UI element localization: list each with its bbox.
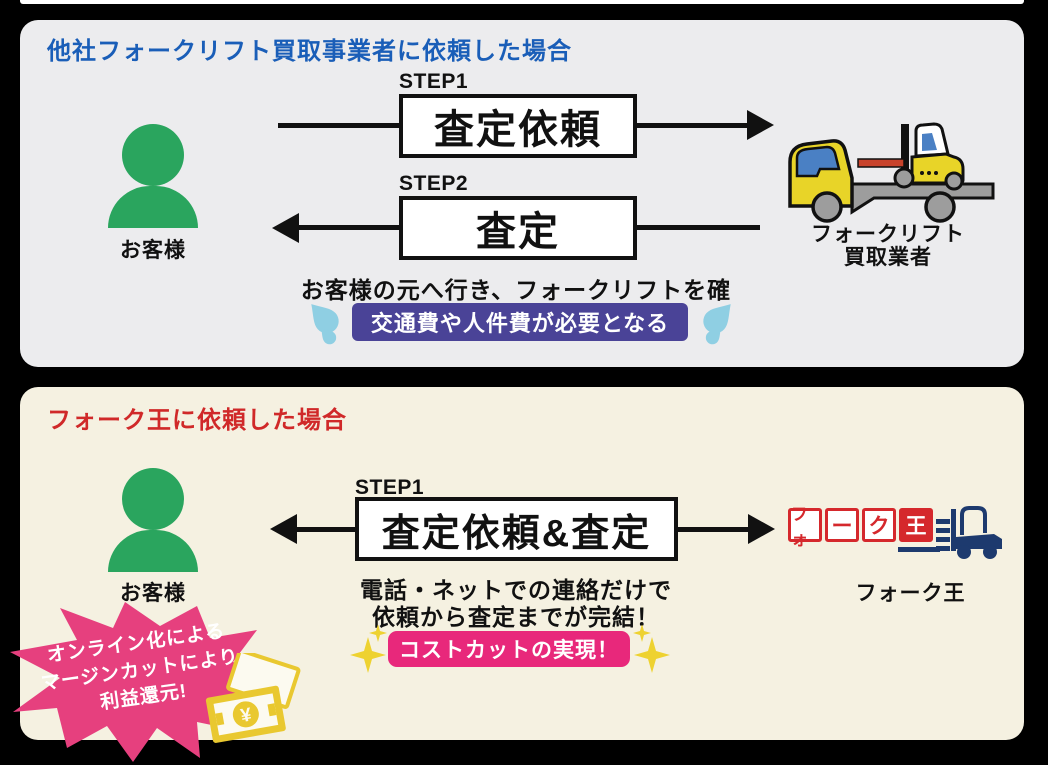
fork-king-label: フォーク王 xyxy=(855,582,966,605)
vendor-label-line2: 買取業者 xyxy=(844,246,932,269)
bottom-note-line2: 依頼から査定までが完結！ xyxy=(372,604,660,630)
customer-body-icon-top xyxy=(108,186,198,228)
sparkles-right-icon xyxy=(633,625,670,673)
customer-icon-top xyxy=(122,124,184,186)
right-arrow-line xyxy=(678,527,748,532)
step1-box-top: 査定依頼 xyxy=(399,94,637,158)
step2-arrowhead-icon xyxy=(272,213,299,243)
logo-char-box: 王 xyxy=(899,508,933,542)
step1-arrowhead-icon xyxy=(747,110,774,140)
customer-icon-bottom xyxy=(122,468,184,530)
customer-label-bottom: お客様 xyxy=(120,582,186,605)
top-panel-title: 他社フォークリフト買取事業者に依頼した場合 xyxy=(47,38,572,65)
logo-char-box: ク xyxy=(862,508,896,542)
sweat-drops-left-icon xyxy=(311,304,339,345)
sparkles-left-icon xyxy=(350,625,387,673)
panel-other-vendor: 他社フォークリフト買取事業者に依頼した場合 お客様 STEP1 査定依頼 STE… xyxy=(20,20,1024,367)
customer-body-icon-bottom xyxy=(108,530,198,572)
step2-label-top: STEP2 xyxy=(399,172,469,195)
sweat-drops-right-icon xyxy=(703,304,731,345)
vendor-label-line1: フォークリフト xyxy=(811,223,965,246)
fork-king-logo: フォ ー ク 王 xyxy=(788,505,933,549)
panel-fork-king: フォーク王に依頼した場合 お客様 STEP1 査定依頼&査定 フォ ー ク 王 … xyxy=(10,387,1024,762)
bottom-panel-title: フォーク王に依頼した場合 xyxy=(47,407,347,434)
money-icon: ¥ xyxy=(205,653,301,743)
yen-symbol: ¥ xyxy=(239,705,253,728)
right-arrowhead-icon xyxy=(748,514,775,544)
left-arrowhead-icon xyxy=(270,514,297,544)
step1-box-bottom: 査定依頼&査定 xyxy=(355,497,678,561)
top-white-strip xyxy=(20,0,1024,4)
cost-badge: 交通費や人件費が必要となる xyxy=(352,303,688,341)
logo-forklift-icon xyxy=(936,506,1002,559)
logo-char-box: ー xyxy=(825,508,859,542)
logo-baseline xyxy=(898,547,940,552)
step1-label-bottom: STEP1 xyxy=(355,476,425,499)
truck-forklift-icon xyxy=(788,122,995,223)
step2-box-top: 査定 xyxy=(399,196,637,260)
benefit-badge: コストカットの実現！ xyxy=(388,631,630,667)
vendor-label: フォークリフト 買取業者 xyxy=(778,223,998,269)
customer-label-top: お客様 xyxy=(120,239,186,262)
left-arrow-line xyxy=(296,527,360,532)
bottom-note-line1: 電話・ネットでの連絡だけで xyxy=(360,577,672,603)
step1-label-top: STEP1 xyxy=(399,70,469,93)
logo-char-box: フォ xyxy=(788,505,822,549)
